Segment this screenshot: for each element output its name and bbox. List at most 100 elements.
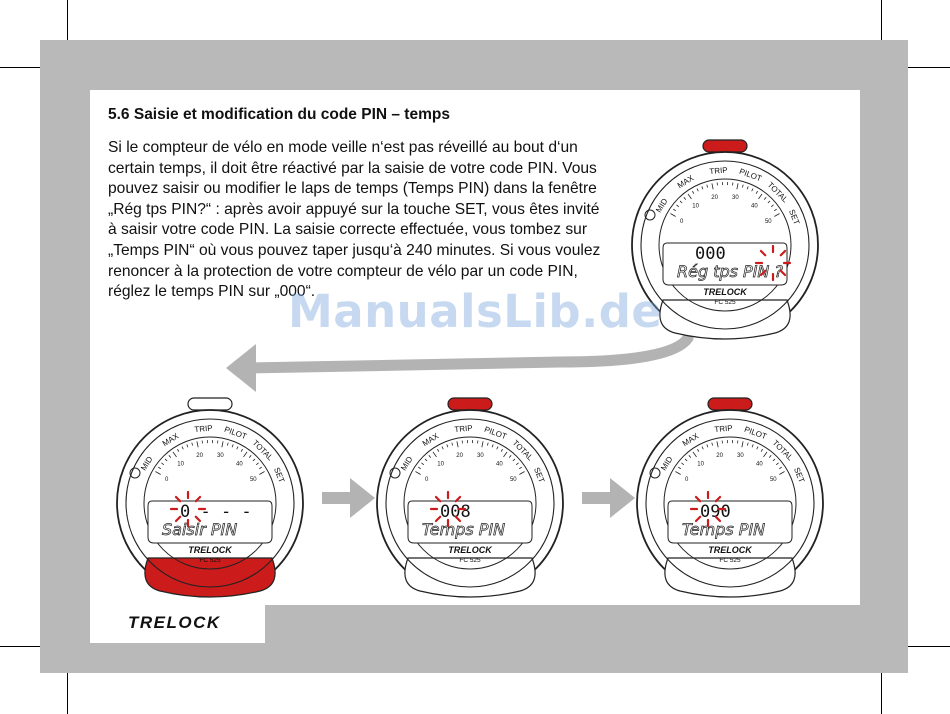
section-title: 5.6 Saisie et modification du code PIN –… [108, 106, 450, 123]
lcd-window [662, 242, 788, 286]
scale-tick [161, 462, 165, 466]
scale-label: 40 [496, 462, 503, 468]
scale-label: 0 [685, 477, 689, 483]
top-button [702, 139, 748, 153]
scale-tick [508, 455, 512, 458]
top-button [447, 397, 493, 411]
device-brand: TRELOCK [708, 545, 753, 555]
scale-tick [456, 441, 459, 448]
blink-indicator [174, 515, 182, 523]
blink-indicator [759, 269, 767, 277]
scale-tick [751, 188, 754, 192]
scale-label: 50 [510, 477, 517, 483]
scale-tick [768, 455, 772, 458]
scale-tick [692, 451, 697, 458]
scale-tick [741, 441, 744, 448]
blink-indicator [714, 515, 722, 523]
scale-label: 20 [456, 453, 463, 459]
next-arrow-1 [322, 478, 375, 518]
dial-ring [403, 436, 537, 570]
section-body: Si le compteur de vélo en mode veille n‘… [108, 139, 601, 301]
scale-tick [706, 444, 709, 448]
scale-label: 0 [165, 477, 169, 483]
scale-tick [158, 466, 161, 470]
stopwatch-icon [129, 467, 141, 479]
scale-tick [186, 444, 189, 448]
scale-tick [711, 183, 714, 190]
scale-tick [155, 471, 161, 475]
scale-label: 0 [680, 219, 684, 225]
scale-tick [512, 458, 516, 462]
return-arrow [244, 332, 694, 374]
scale-label: 30 [737, 453, 744, 459]
scale-tick [421, 462, 425, 466]
scale-tick [259, 471, 265, 475]
scale-tick [191, 442, 194, 446]
scale-tick [451, 442, 454, 446]
device-bezel [640, 160, 810, 330]
scale-tick [772, 458, 776, 462]
top-button [707, 397, 753, 411]
scale-tick [181, 446, 184, 450]
scale-label: 10 [177, 462, 184, 468]
scale-tick [196, 441, 199, 448]
scale-label: 10 [692, 204, 699, 210]
scale-tick [236, 446, 239, 450]
crop-mark [881, 0, 882, 40]
scale-tick [779, 471, 785, 475]
scale-tick [519, 466, 522, 470]
scale-tick [432, 451, 437, 458]
lcd-window [667, 500, 793, 544]
crop-mark [0, 646, 40, 647]
mode-label: TRIP [714, 424, 733, 435]
lcd-label: Rég tps PIN ? [677, 262, 783, 281]
top-button [187, 397, 233, 411]
scale-tick [679, 200, 683, 204]
lcd-value: 000 [695, 244, 726, 264]
lcd-value: 008 [440, 502, 471, 522]
scale-tick [756, 446, 759, 450]
lcd-label: Temps PIN [422, 520, 505, 539]
scale-label: 30 [477, 453, 484, 459]
dial-ring [143, 436, 277, 570]
mode-label: TRIP [709, 166, 728, 177]
blink-indicator [714, 495, 722, 503]
scale-tick [687, 193, 692, 200]
scale-tick [676, 204, 680, 208]
scale-tick [252, 458, 256, 462]
stopwatch-icon [649, 467, 661, 479]
scale-label: 20 [711, 195, 718, 201]
scale-tick [177, 448, 180, 452]
device-model: FC 525 [714, 299, 736, 306]
footer-brand-logo: TRELOCK [128, 613, 221, 632]
scale-tick [701, 186, 704, 190]
blink-indicator [434, 515, 442, 523]
bottom-button [144, 557, 276, 598]
mode-label: TRIP [194, 424, 213, 435]
scale-tick [486, 442, 489, 446]
scale-tick [424, 458, 428, 462]
blink-indicator [694, 515, 702, 523]
scale-tick [437, 448, 440, 452]
scale-tick [681, 462, 685, 466]
scale-tick [500, 448, 503, 452]
device-brand: TRELOCK [188, 545, 233, 555]
lcd-value: 0 - - - [180, 502, 252, 522]
blink-indicator [759, 249, 767, 257]
scale-label: 20 [716, 453, 723, 459]
scale-tick [418, 466, 421, 470]
scale-label: 10 [437, 462, 444, 468]
dial-ring [658, 178, 792, 312]
return-arrow-head [226, 344, 256, 392]
lcd-window [407, 500, 533, 544]
mode-label: TRIP [454, 424, 473, 435]
scale-label: 50 [765, 219, 772, 225]
crop-mark [881, 673, 882, 714]
crop-mark [0, 67, 40, 68]
scale-tick [496, 446, 499, 450]
scale-tick [221, 441, 224, 448]
scale-tick [240, 448, 243, 452]
